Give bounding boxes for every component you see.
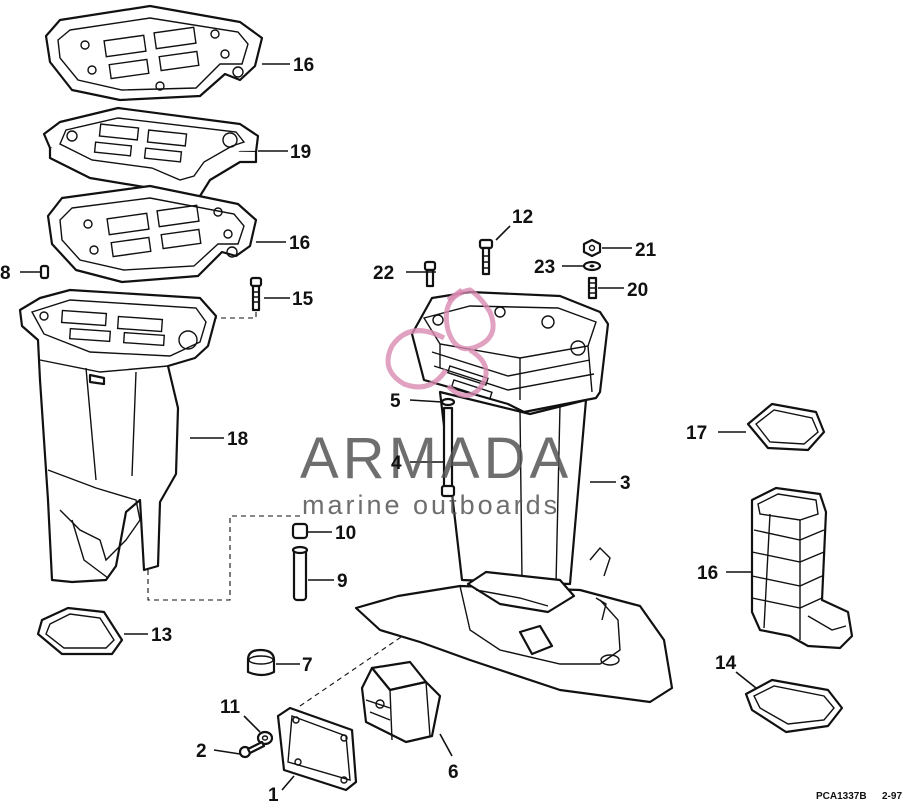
cap-7 [246, 648, 276, 677]
callout-10: 10 [335, 523, 356, 544]
callout-2: 2 [196, 741, 207, 762]
driveshaft-housing-3 [354, 290, 674, 704]
callout-8: 8 [0, 263, 11, 284]
callout-23: 22 [373, 263, 394, 284]
callout-6: 6 [448, 762, 459, 783]
gasket-13 [36, 606, 124, 656]
watermark-title: ARMADA [300, 426, 572, 491]
callout-15: 15 [292, 289, 314, 310]
grommet-10 [291, 522, 309, 540]
exhaust-tube-17 [750, 486, 854, 650]
seal-19 [746, 402, 826, 452]
washer-5 [440, 397, 456, 407]
figure-footer: PCA1337B 2-97 [816, 791, 902, 801]
callout-12: 12 [512, 207, 533, 228]
callout-18: 18 [227, 429, 248, 450]
screw-15 [215, 276, 263, 319]
figure-code: PCA1337B [816, 791, 867, 801]
watermark: ARMADA marine outboards [300, 287, 572, 520]
screw-12 [478, 238, 494, 276]
callout-14: 14 [715, 653, 737, 674]
figure-date: 2-97 [882, 791, 902, 801]
exhaust-housing-18 [18, 288, 300, 601]
stud-4 [440, 406, 456, 498]
callout-21: 20 [627, 280, 648, 301]
gasket-14 [744, 678, 844, 734]
leader-lines [20, 63, 757, 791]
callout-16-top: 16 [293, 55, 314, 76]
callout-5: 5 [390, 391, 401, 412]
callout-3: 3 [620, 473, 631, 494]
stud-21 [587, 276, 598, 300]
callout-24: 23 [534, 257, 555, 278]
callout-9: 9 [337, 571, 348, 592]
callout-13: 13 [151, 625, 172, 646]
callout-labels: 16 19 16 15 8 18 10 9 13 7 11 2 1 6 5 4 … [0, 55, 737, 801]
callout-17: 16 [697, 563, 718, 584]
washer-11 [256, 730, 274, 746]
screw-23 [423, 260, 437, 288]
washer-24 [582, 260, 602, 272]
callout-1: 1 [268, 785, 279, 801]
callout-16-lower: 16 [289, 233, 310, 254]
nut-22 [582, 238, 602, 258]
dowel-pin-8 [39, 264, 50, 280]
callout-20: 19 [290, 142, 311, 163]
callout-11: 11 [220, 697, 241, 718]
watermark-logo [385, 287, 496, 398]
water-tube-9 [291, 545, 309, 602]
screw-2 [238, 740, 266, 759]
callout-4: 4 [391, 453, 402, 474]
cover-1 [276, 589, 471, 792]
callout-22: 21 [635, 240, 657, 261]
mount-6 [360, 660, 442, 744]
gasket-16-lower [46, 184, 258, 284]
callout-19: 17 [686, 423, 707, 444]
watermark-subtitle: marine outboards [302, 490, 560, 520]
gasket-16-top [44, 4, 264, 102]
callout-7: 7 [302, 655, 313, 676]
